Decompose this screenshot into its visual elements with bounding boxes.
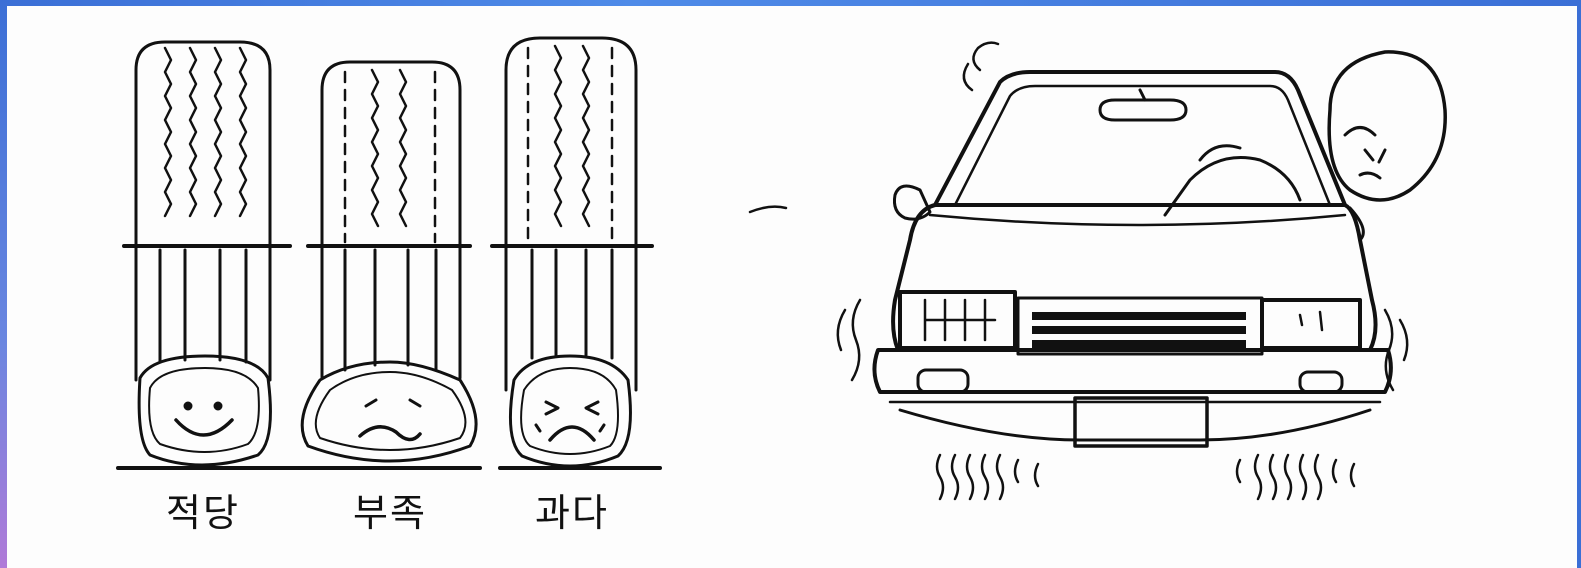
tread-pattern-proper (163, 46, 248, 218)
grille (1016, 296, 1264, 356)
slide-frame-right (1577, 0, 1581, 568)
tire-proper (116, 40, 302, 470)
side-mirror-icon (893, 184, 932, 221)
shaking-car-illustration (748, 41, 1447, 501)
tire-label-proper: 적당 (166, 491, 240, 535)
vibration-lines (748, 41, 1409, 501)
tire-label-over: 과다 (535, 491, 609, 535)
slide-frame-left (0, 0, 7, 568)
rearview-mirror (1098, 98, 1188, 122)
headlight-right (1260, 298, 1362, 350)
license-plate (1073, 396, 1209, 448)
tire-label-under: 부족 (353, 491, 427, 535)
sad-face-icon (358, 398, 422, 442)
tire-over (490, 36, 662, 470)
happy-face-icon (174, 401, 234, 437)
tread-pattern-over (526, 44, 614, 244)
tire-under (298, 60, 482, 470)
angry-face-icon (534, 400, 606, 442)
slide-frame-top (0, 0, 1581, 6)
driver-head-icon (1327, 50, 1447, 202)
tread-pattern-under (343, 68, 437, 244)
